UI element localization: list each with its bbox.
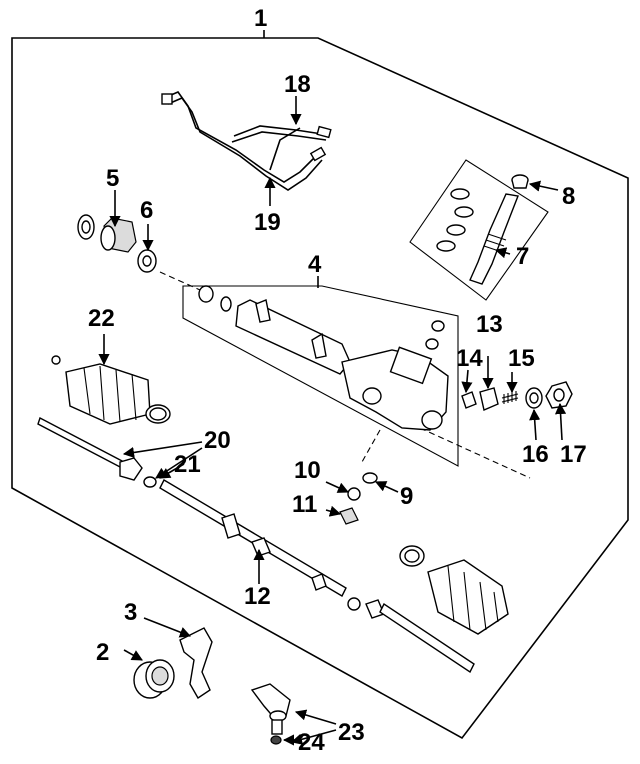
seal-part <box>137 249 157 273</box>
callout-14: 14 <box>456 345 483 372</box>
callout-1: 1 <box>254 5 267 32</box>
centerline-3 <box>361 429 381 463</box>
pinion-small-parts <box>339 472 378 525</box>
bushing-part <box>77 214 137 253</box>
tie-rod-end-part <box>250 683 291 745</box>
dust-cap-part <box>511 174 529 189</box>
inner-tie-rod-part <box>37 416 157 488</box>
callout-22: 22 <box>88 305 115 332</box>
gear-housing-part <box>198 285 449 431</box>
callout-13: 13 <box>476 311 503 338</box>
callout-17: 17 <box>560 441 587 468</box>
yoke-parts <box>461 387 519 411</box>
adjuster-plug-part <box>525 387 543 409</box>
centerline-1 <box>159 271 201 291</box>
callout-10: 10 <box>294 457 321 484</box>
callout-3: 3 <box>124 599 137 626</box>
callout-2: 2 <box>96 639 109 666</box>
rack-part <box>159 479 347 597</box>
callout-24: 24 <box>298 729 325 756</box>
lock-nut-part <box>545 381 573 409</box>
callout-5: 5 <box>106 165 119 192</box>
callout-18: 18 <box>284 71 311 98</box>
callout-21: 21 <box>174 451 201 478</box>
centerline-2 <box>419 427 531 479</box>
leader-lines <box>98 30 567 746</box>
callout-8: 8 <box>562 183 575 210</box>
callout-19: 19 <box>254 209 281 236</box>
callout-9: 9 <box>400 483 413 510</box>
callout-23: 23 <box>338 719 365 746</box>
callout-20: 20 <box>204 427 231 454</box>
mount-bracket-parts <box>133 627 213 699</box>
callout-12: 12 <box>244 583 271 610</box>
assembly-boundary <box>11 37 629 740</box>
callout-11: 11 <box>292 491 317 518</box>
gear-housing-box <box>182 285 459 467</box>
left-boot-part <box>51 355 171 425</box>
callout-6: 6 <box>140 197 153 224</box>
callout-15: 15 <box>508 345 535 372</box>
callout-4: 4 <box>308 251 322 278</box>
pressure-tube-lines <box>161 91 332 191</box>
callout-16: 16 <box>522 441 549 468</box>
right-boot-part <box>347 545 509 674</box>
callout-7: 7 <box>516 243 529 270</box>
valve-kit-box <box>409 159 549 301</box>
valve-kit-part <box>436 188 519 285</box>
